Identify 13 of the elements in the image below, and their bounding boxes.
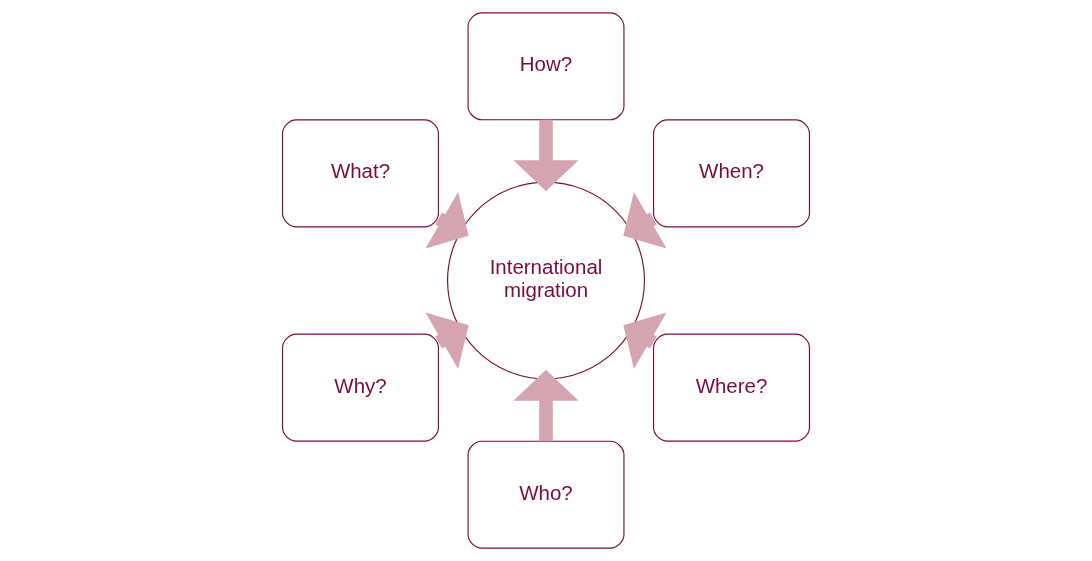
node-circle: International migration	[447, 181, 645, 380]
node-box: When?	[652, 119, 811, 228]
arrow	[623, 192, 667, 249]
node-box: Who?	[467, 440, 625, 549]
arrow	[513, 369, 579, 442]
arrow	[425, 192, 469, 249]
node-box: Where?	[652, 333, 811, 442]
node-box: What?	[282, 119, 439, 228]
arrow	[513, 119, 579, 192]
arrow	[425, 312, 469, 369]
node-box: Why?	[282, 333, 439, 442]
arrow	[623, 312, 667, 369]
node-box: How?	[467, 12, 625, 121]
